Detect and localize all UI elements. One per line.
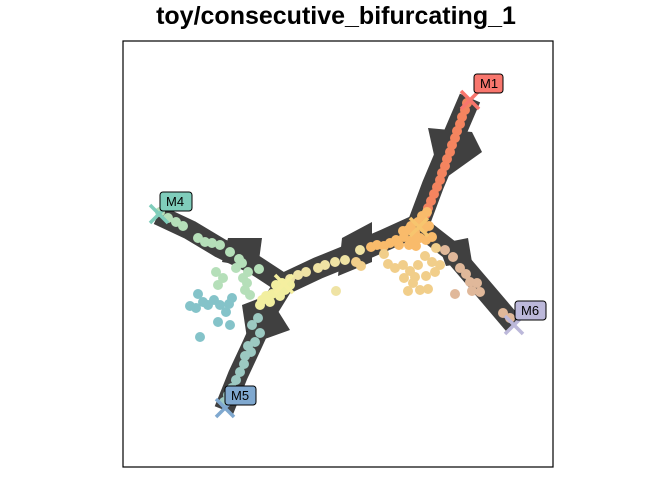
cell-dot: [427, 257, 437, 267]
cell-dot: [215, 300, 225, 310]
marker-stroke: [459, 89, 481, 111]
cell-dot: [207, 238, 217, 248]
cell-dot: [213, 317, 223, 327]
cell-dot: [193, 289, 203, 299]
milestone-m6-label: M6: [514, 300, 547, 321]
cell-dot: [195, 332, 205, 342]
cell-dot: [415, 285, 425, 295]
cell-dot: [351, 257, 361, 267]
cell-dot: [410, 272, 420, 282]
cell-dot: [379, 249, 389, 259]
cell-dot: [475, 287, 485, 297]
cell-dot: [215, 240, 225, 250]
cell-dot: [254, 264, 264, 274]
cell-dot: [330, 257, 340, 267]
cell-dot: [301, 267, 311, 277]
cell-dot: [421, 271, 431, 281]
cell-dot: [431, 243, 441, 253]
milestone-label-text: M6: [521, 303, 539, 318]
cell-dot: [225, 247, 235, 257]
cell-dot: [430, 267, 440, 277]
cell-dot: [340, 255, 350, 265]
milestone-label-box: [473, 73, 504, 94]
cell-dot: [461, 269, 471, 279]
milestone-m1-label: M1: [473, 73, 504, 94]
cell-dot: [394, 240, 404, 250]
cell-dot: [218, 273, 228, 283]
cell-dot: [265, 297, 275, 307]
milestone-label-text: M1: [480, 76, 498, 91]
cell-dot: [398, 226, 408, 236]
milestone-label-text: M4: [166, 194, 184, 209]
cell-dot: [423, 284, 433, 294]
cell-dot: [293, 270, 303, 280]
cell-dot: [253, 313, 263, 323]
cell-dot: [185, 301, 195, 311]
plot-title: toy/consecutive_bifurcating_1: [156, 2, 516, 30]
cell-dot: [427, 232, 437, 242]
cell-dot: [331, 286, 341, 296]
cell-dot: [235, 367, 245, 377]
cell-dot: [237, 258, 247, 268]
cell-dot: [275, 291, 285, 301]
plot-frame: [122, 40, 554, 468]
milestone-label-text: M5: [231, 388, 249, 403]
cell-dot: [178, 221, 188, 231]
cell-dot: [450, 289, 460, 299]
cell-dot: [413, 260, 423, 270]
cell-dot: [417, 211, 427, 221]
cell-dot: [398, 260, 408, 270]
cell-dot: [424, 221, 434, 231]
cell-dot: [213, 280, 223, 290]
cell-dot: [227, 293, 237, 303]
cell-dot: [240, 285, 250, 295]
cell-dot: [440, 245, 450, 255]
cell-dot: [420, 251, 430, 261]
cell-dot: [472, 278, 482, 288]
cell-dot: [247, 320, 257, 330]
hub-marker-left: [273, 273, 295, 295]
cell-dot: [240, 351, 250, 361]
cell-dot: [225, 320, 235, 330]
marker-stroke: [408, 216, 430, 238]
cell-dot: [221, 307, 231, 317]
milestone-m5-label: M5: [224, 385, 257, 406]
cell-dot: [411, 241, 421, 251]
cell-dot: [390, 263, 400, 273]
cell-dot: [399, 273, 409, 283]
marker-stroke: [273, 273, 295, 295]
cell-dot: [255, 328, 265, 338]
cell-dot: [403, 286, 413, 296]
cell-dot: [448, 252, 458, 262]
trajectory-layer: [153, 93, 522, 414]
cell-dot: [239, 359, 249, 369]
milestone-m4-label: M4: [159, 191, 193, 212]
hub-marker-right: [408, 216, 430, 238]
cell-dot: [355, 245, 365, 255]
milestone-label-box: [514, 300, 547, 321]
cell-dot: [313, 263, 323, 273]
cell-dot: [231, 375, 241, 385]
cell-dot: [211, 267, 221, 277]
milestone-label-box: [159, 191, 193, 212]
arrow-m4: [222, 238, 262, 268]
cell-dot: [255, 300, 265, 310]
cell-dot: [467, 286, 477, 296]
cell-dot: [366, 242, 376, 252]
arrow-m5: [242, 295, 290, 345]
milestone-m1-marker: [459, 89, 481, 111]
milestone-label-box: [224, 385, 257, 406]
arrow-m6: [438, 238, 472, 266]
cell-dot: [435, 260, 445, 270]
